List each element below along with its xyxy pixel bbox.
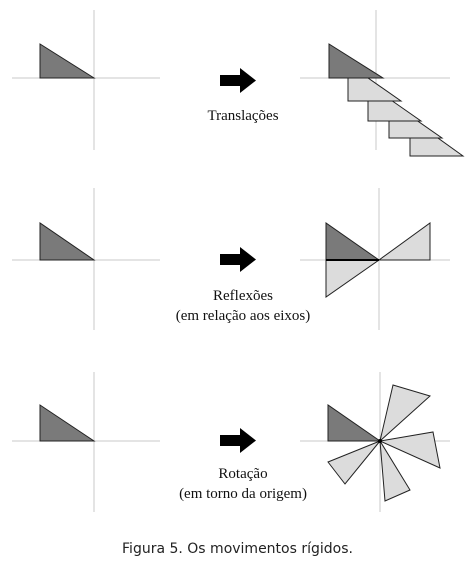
rotated-triangle xyxy=(327,440,381,485)
axes-left-1 xyxy=(12,10,160,150)
origin-point xyxy=(378,439,382,443)
reflections-label: Reflexões (em relação aos eixos) xyxy=(148,286,338,326)
reflections-label-line-1: Reflexões xyxy=(213,288,273,304)
rotations-label-line-2: (em torno da origem) xyxy=(179,486,307,502)
rotations-label: Rotação (em torno da origem) xyxy=(148,464,338,504)
figure-caption: Figura 5. Os movimentos rígidos. xyxy=(122,541,353,557)
panel-reflections xyxy=(12,188,450,330)
original-triangle xyxy=(39,404,96,442)
rotated-triangle xyxy=(379,384,431,443)
original-triangle xyxy=(39,222,96,261)
translations-label-line-1: Translações xyxy=(207,108,279,124)
original-triangle xyxy=(327,404,382,442)
original-triangle xyxy=(328,43,385,79)
original-triangle xyxy=(325,222,381,261)
translations-label: Translações xyxy=(178,106,308,126)
panel-translations xyxy=(12,10,465,157)
panel-rotations xyxy=(12,372,450,512)
rotated-triangle xyxy=(379,440,411,502)
rotated-triangle xyxy=(378,431,441,469)
reflected-triangle-y xyxy=(377,222,431,261)
right-arrow-icon xyxy=(220,428,256,453)
original-triangle xyxy=(39,43,96,79)
rotations-label-line-1: Rotação xyxy=(218,466,268,482)
right-arrow-icon xyxy=(220,247,256,272)
axes-left-3 xyxy=(12,372,160,512)
reflections-label-line-2: (em relação aos eixos) xyxy=(175,308,311,324)
right-arrow-icon xyxy=(220,68,256,93)
